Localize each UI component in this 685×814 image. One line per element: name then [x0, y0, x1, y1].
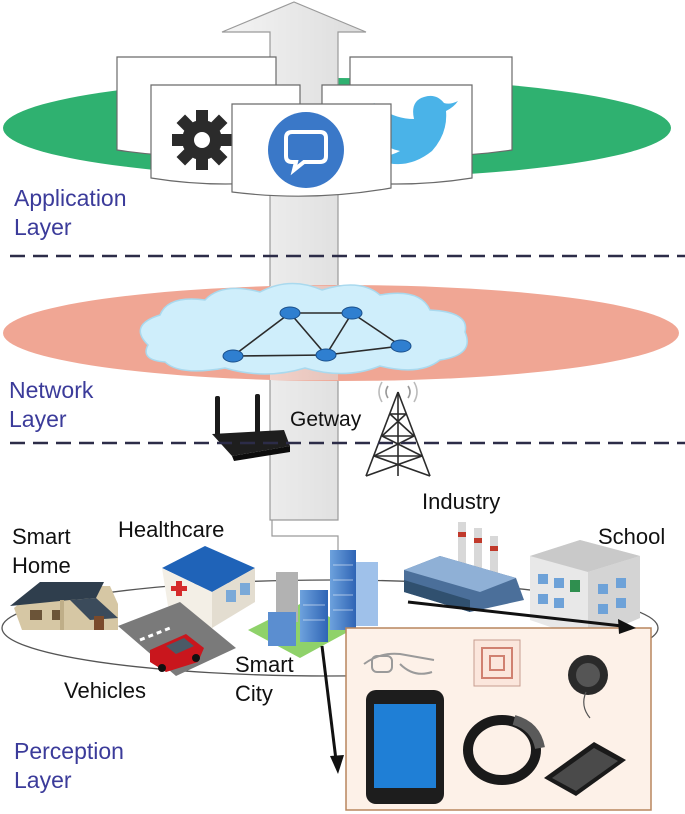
smart-city-label: Smart City [235, 650, 294, 708]
perception-layer-label-line2: Layer [14, 767, 72, 793]
application-layer-label: Application Layer [14, 184, 127, 242]
perception-layer-label: Perception Layer [14, 737, 124, 795]
smart-home-label-line2: Home [12, 553, 71, 578]
healthcare-label: Healthcare [118, 517, 225, 542]
chat-bubble-icon [268, 112, 344, 188]
vehicles-label: Vehicles [64, 678, 146, 703]
tablet-icon [366, 690, 444, 804]
smart-glasses-icon [363, 652, 435, 675]
gateway-label: Getway [290, 408, 362, 431]
cell-tower-icon [365, 381, 431, 477]
smart-city-label-line2: City [235, 681, 273, 706]
router-node-icon [222, 349, 244, 363]
router-node-icon [390, 339, 412, 353]
application-layer-label-line2: Layer [14, 214, 72, 240]
school-label: School [598, 524, 666, 549]
school-building-icon [530, 540, 640, 640]
perception-layer-label-line1: Perception [14, 738, 124, 764]
industry-factory-icon [404, 522, 524, 612]
smart-home-label: Smart Home [12, 522, 71, 580]
router-node-icon [315, 348, 337, 362]
network-layer-label-line1: Network [9, 377, 94, 403]
smart-home-icon [10, 582, 118, 630]
device-connection-arrows [320, 600, 636, 774]
vehicles-icon [118, 602, 236, 676]
router-node-icon [279, 306, 301, 320]
smartphone-icon [544, 742, 626, 796]
smart-city-label-line1: Smart [235, 652, 294, 677]
app-document-chat [231, 103, 392, 197]
application-layer-label-line1: Application [14, 185, 127, 211]
wifi-router-icon [212, 394, 290, 461]
network-layer-label: Network Layer [9, 376, 93, 434]
sensor-button-icon [568, 655, 608, 719]
router-nodes [222, 306, 412, 363]
industry-label: Industry [422, 489, 501, 514]
router-node-icon [341, 306, 363, 320]
smart-bracelet-icon [463, 715, 545, 785]
rfid-tag-icon [473, 639, 521, 687]
healthcare-building-icon [162, 546, 255, 628]
gear-icon [172, 110, 232, 170]
smart-city-icon [248, 550, 378, 658]
smart-home-label-line1: Smart [12, 524, 71, 549]
network-layer-label-line2: Layer [9, 406, 67, 432]
